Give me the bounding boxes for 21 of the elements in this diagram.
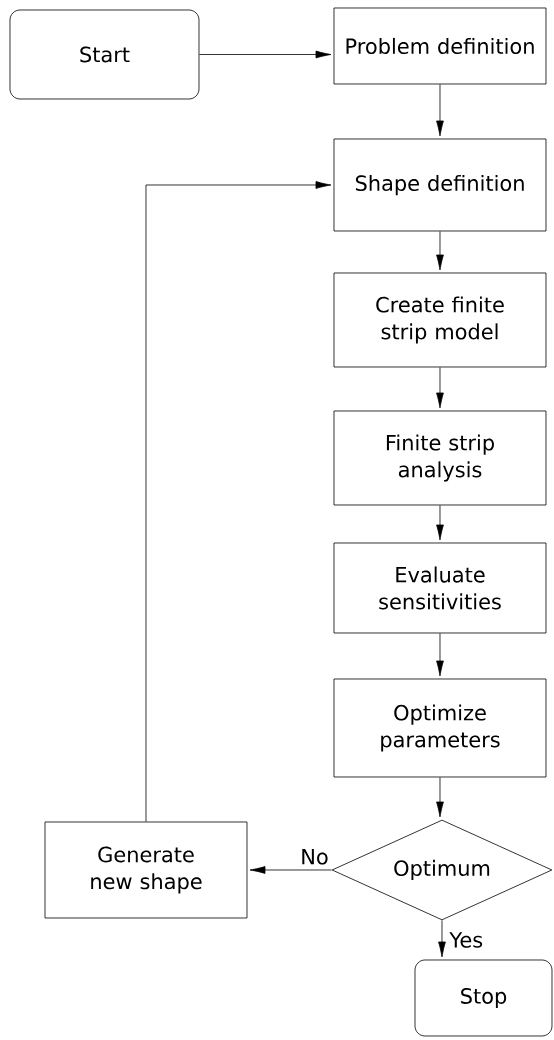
arrow bbox=[436, 231, 444, 271]
terminal-box: Stop bbox=[414, 959, 553, 1037]
process-box: Problem definition bbox=[333, 7, 547, 85]
arrow bbox=[438, 920, 446, 958]
arrow bbox=[436, 84, 444, 137]
arrow bbox=[249, 866, 332, 874]
process-box: Optimize parameters bbox=[333, 678, 547, 778]
arrow bbox=[145, 181, 332, 822]
arrow bbox=[436, 633, 444, 677]
process-box: Evaluate sensitivities bbox=[333, 542, 547, 634]
arrow bbox=[199, 50, 332, 59]
process-box: Shape definition bbox=[333, 138, 547, 232]
arrow bbox=[436, 777, 444, 818]
edge-label: Yes bbox=[448, 931, 485, 949]
arrow bbox=[436, 367, 444, 409]
process-box: Create finite strip model bbox=[333, 272, 547, 368]
terminal-box: Start bbox=[9, 9, 200, 100]
arrow bbox=[436, 505, 444, 541]
edge-label: No bbox=[299, 848, 330, 866]
process-box: Generate new shape bbox=[44, 821, 248, 919]
process-box: Finite strip analysis bbox=[333, 410, 547, 506]
